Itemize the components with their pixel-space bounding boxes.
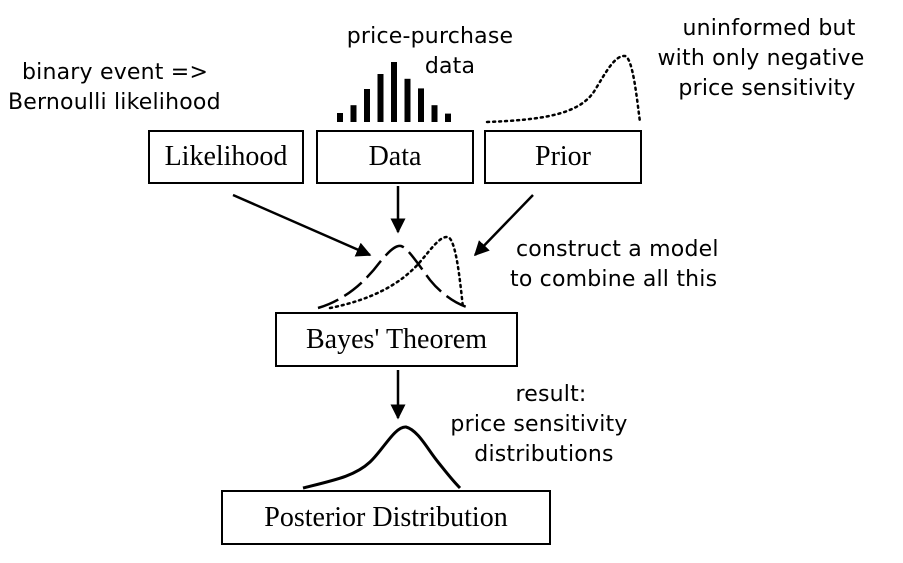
data-box: Data [316, 130, 474, 184]
arrow-likelihood-to-bayes [232, 193, 372, 257]
result-annotation: result: price sensitivity distributions [450, 382, 628, 467]
data-histogram [337, 62, 451, 122]
likelihood-dashed-curve [317, 244, 471, 310]
histogram-bar-0 [337, 113, 343, 122]
histogram-bar-3 [377, 74, 384, 122]
posterior-distribution-box: Posterior Distribution [221, 490, 551, 545]
histogram-bar-2 [364, 89, 370, 122]
prior-box: Prior [484, 130, 642, 184]
posterior-curve [302, 425, 462, 490]
prior-curve [485, 54, 642, 124]
histogram-bar-6 [418, 88, 424, 122]
bayes-theorem-box: Bayes' Theorem [275, 312, 518, 367]
data-annotation: price-purchase data [346, 24, 514, 79]
histogram-bar-7 [431, 105, 438, 122]
histogram-bar-1 [350, 105, 357, 122]
histogram-bar-4 [391, 62, 397, 122]
histogram-bar-8 [445, 113, 451, 122]
likelihood-annotation: binary event => Bernoulli likelihood [8, 60, 221, 115]
arrow-prior-to-bayes [473, 194, 534, 257]
prior-annotation: uninformed but with only negative price … [657, 16, 865, 101]
histogram-bar-5 [404, 78, 411, 122]
model-annotation: construct a model to combine all this [510, 237, 719, 292]
likelihood-box: Likelihood [148, 130, 304, 184]
prior-dotted-curve [328, 235, 465, 310]
